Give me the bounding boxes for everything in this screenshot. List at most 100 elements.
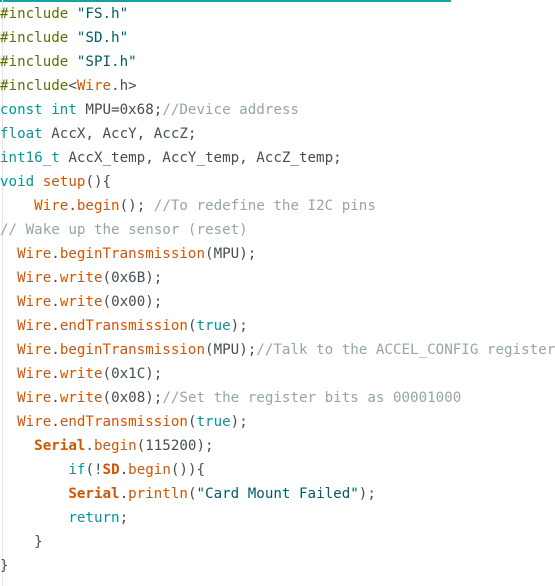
code-token bbox=[68, 54, 77, 70]
code-line[interactable]: Wire.write(0x00); bbox=[0, 290, 451, 314]
code-token bbox=[43, 102, 52, 118]
comment-token: //Set the register bits as 00001000 bbox=[162, 390, 462, 406]
comment-token: // Wake up the sensor (reset) bbox=[0, 222, 248, 238]
code-line[interactable]: Wire.begin(); //To redefine the I2C pins bbox=[0, 194, 451, 218]
string-token: "FS.h" bbox=[76, 6, 129, 22]
code-token bbox=[34, 174, 43, 190]
function-token: Wire bbox=[17, 366, 52, 382]
code-token: ( bbox=[187, 414, 197, 430]
code-token: ; bbox=[119, 510, 129, 526]
code-line[interactable]: int16_t AccX_temp, AccY_temp, AccZ_temp; bbox=[0, 146, 451, 170]
code-token bbox=[0, 246, 17, 262]
function-token: beginTransmission bbox=[59, 246, 206, 262]
code-token bbox=[0, 318, 17, 334]
code-token bbox=[0, 342, 17, 358]
code-token: . bbox=[119, 462, 129, 478]
function-token: write bbox=[59, 390, 103, 406]
code-line[interactable]: #include<Wire.h> bbox=[0, 74, 451, 98]
preprocessor-token: #include bbox=[0, 54, 69, 70]
code-token bbox=[0, 486, 68, 502]
function-token: Wire bbox=[17, 318, 52, 334]
code-line[interactable]: Wire.write(0x6B); bbox=[0, 266, 451, 290]
editor-gutter bbox=[2, 0, 3, 586]
code-token: . bbox=[51, 294, 60, 310]
code-line[interactable]: // Wake up the sensor (reset) bbox=[0, 218, 451, 242]
code-token: ( bbox=[187, 318, 197, 334]
code-line[interactable]: float AccX, AccY, AccZ; bbox=[0, 122, 451, 146]
code-token: MPU=0x68; bbox=[76, 102, 163, 118]
function-token: begin bbox=[93, 438, 137, 454]
code-line[interactable]: #include "SPI.h" bbox=[0, 50, 451, 74]
function-token: begin bbox=[128, 462, 171, 478]
code-line[interactable]: Wire.endTransmission(true); bbox=[0, 314, 451, 338]
code-line[interactable]: Wire.write(0x1C); bbox=[0, 362, 451, 386]
code-token: } bbox=[0, 558, 9, 574]
function-token: write bbox=[59, 270, 103, 286]
string-token: "SD.h" bbox=[76, 30, 129, 46]
keyword-token: void bbox=[0, 174, 35, 190]
code-token: . bbox=[51, 414, 60, 430]
editor-top-accent bbox=[0, 0, 451, 2]
code-token: (MPU); bbox=[205, 246, 257, 262]
code-line[interactable]: Serial.begin(115200); bbox=[0, 434, 451, 458]
code-token bbox=[0, 438, 34, 454]
keyword-token: true bbox=[196, 414, 231, 430]
code-token: . bbox=[51, 366, 60, 382]
function-token: setup bbox=[42, 174, 86, 190]
code-line[interactable]: Wire.beginTransmission(MPU);//Talk to th… bbox=[0, 338, 555, 362]
keyword-token: float bbox=[0, 126, 43, 142]
code-line[interactable]: Wire.write(0x08);//Set the register bits… bbox=[0, 386, 461, 410]
code-token: . bbox=[85, 438, 94, 454]
code-line[interactable]: #include "SD.h" bbox=[0, 26, 451, 50]
function-token: write bbox=[59, 294, 103, 310]
keyword-token: return bbox=[68, 510, 120, 526]
code-token bbox=[0, 462, 68, 478]
code-line[interactable]: #include "FS.h" bbox=[0, 2, 451, 26]
code-token bbox=[68, 6, 77, 22]
code-token: (! bbox=[85, 462, 103, 478]
code-token bbox=[0, 414, 17, 430]
code-line[interactable]: Wire.beginTransmission(MPU); bbox=[0, 242, 451, 266]
code-token bbox=[0, 270, 17, 286]
code-token: } bbox=[0, 534, 43, 550]
function-token: endTransmission bbox=[59, 318, 188, 334]
code-line[interactable]: } bbox=[0, 530, 451, 554]
preprocessor-token: #include bbox=[0, 78, 69, 94]
code-token bbox=[0, 294, 17, 310]
function-token: println bbox=[128, 486, 188, 502]
code-token: (0x08); bbox=[102, 390, 163, 406]
code-line[interactable]: return; bbox=[0, 506, 451, 530]
function-token: Wire bbox=[17, 414, 52, 430]
code-token bbox=[68, 30, 77, 46]
function-token: begin bbox=[76, 198, 120, 214]
code-token: (115200); bbox=[136, 438, 214, 454]
function-token: Wire bbox=[17, 246, 52, 262]
code-token: . bbox=[119, 486, 129, 502]
keyword-token: int bbox=[51, 102, 77, 118]
code-token: ( bbox=[187, 486, 197, 502]
keyword-token: true bbox=[196, 318, 231, 334]
object-token: SD bbox=[102, 462, 120, 478]
code-line[interactable]: if(!SD.begin()){ bbox=[0, 458, 451, 482]
object-token: Serial bbox=[68, 486, 120, 502]
function-token: Wire bbox=[17, 342, 52, 358]
string-token: "SPI.h" bbox=[76, 54, 137, 70]
code-line[interactable]: } bbox=[0, 554, 451, 578]
code-token bbox=[0, 390, 17, 406]
code-token: (0x00); bbox=[102, 294, 163, 310]
code-line[interactable]: Serial.println("Card Mount Failed"); bbox=[0, 482, 451, 506]
code-token bbox=[0, 366, 17, 382]
code-token: (); bbox=[119, 198, 154, 214]
comment-token: //To redefine the I2C pins bbox=[153, 198, 376, 214]
code-line[interactable]: Wire.endTransmission(true); bbox=[0, 410, 451, 434]
code-token: (0x6B); bbox=[102, 270, 163, 286]
code-token: ); bbox=[230, 414, 248, 430]
code-line[interactable]: void setup(){ bbox=[0, 170, 451, 194]
preprocessor-token: #include bbox=[0, 6, 69, 22]
object-token: Serial bbox=[34, 438, 86, 454]
comment-token: //Device address bbox=[162, 102, 299, 118]
code-line[interactable]: const int MPU=0x68;//Device address bbox=[0, 98, 451, 122]
code-token: . bbox=[51, 390, 60, 406]
code-token: . bbox=[68, 198, 77, 214]
